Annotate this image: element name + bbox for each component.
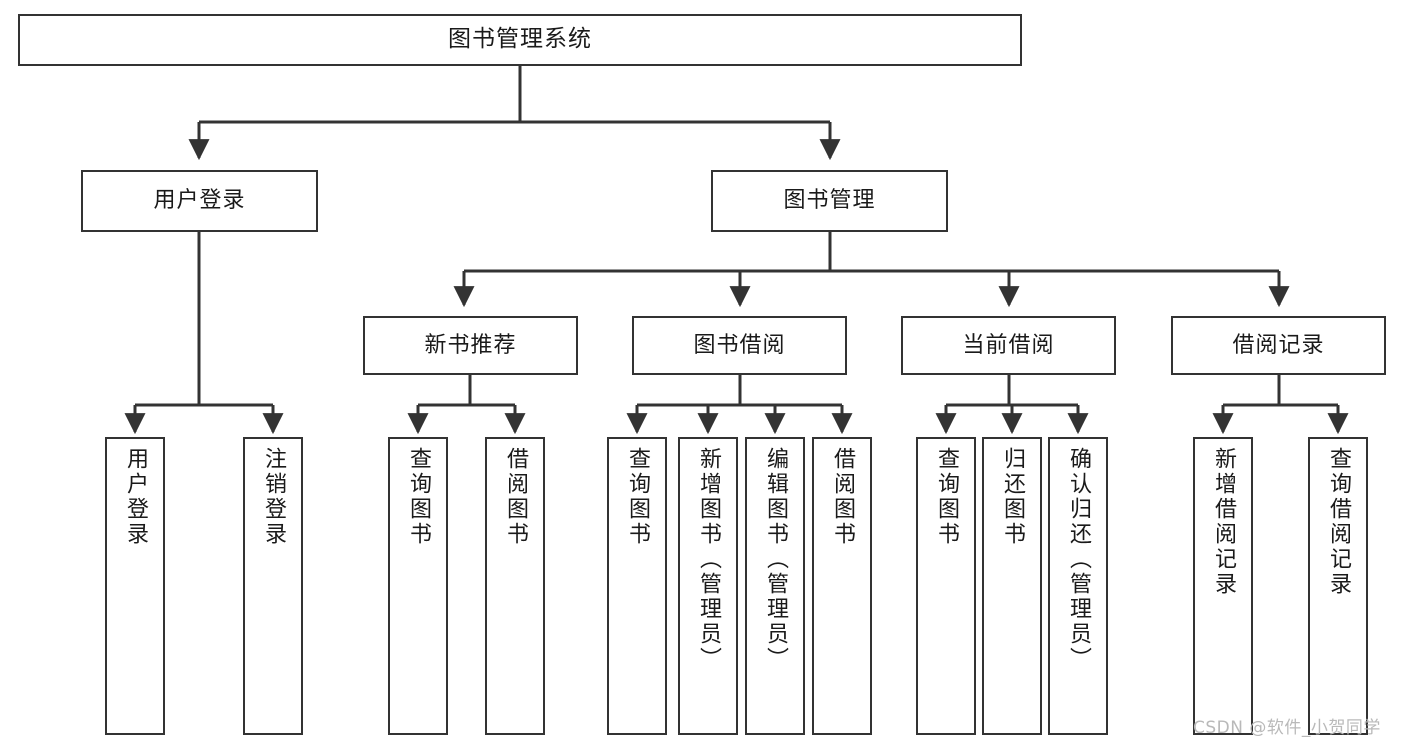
- node-label: 图书管理系统: [448, 26, 592, 53]
- leaf-current-borrow-confirm-return[interactable]: 确认归还（管理员）: [1048, 437, 1108, 735]
- node-label: 归还图书: [999, 447, 1025, 547]
- node-borrow-record[interactable]: 借阅记录: [1171, 316, 1386, 375]
- node-label: 注销登录: [260, 447, 286, 547]
- leaf-current-borrow-query-book[interactable]: 查询图书: [916, 437, 976, 735]
- node-new-book-recommend[interactable]: 新书推荐: [363, 316, 578, 375]
- node-label: 借阅图书: [829, 447, 855, 547]
- node-label: 新增图书（管理员）: [695, 447, 721, 672]
- node-label: 编辑图书（管理员）: [762, 447, 788, 672]
- node-label: 确认归还（管理员）: [1065, 447, 1091, 672]
- node-book-borrow[interactable]: 图书借阅: [632, 316, 847, 375]
- leaf-book-borrow-add-book[interactable]: 新增图书（管理员）: [678, 437, 738, 735]
- node-label: 借阅图书: [502, 447, 528, 547]
- node-book-management[interactable]: 图书管理: [711, 170, 948, 232]
- leaf-current-borrow-return-book[interactable]: 归还图书: [982, 437, 1042, 735]
- node-label: 新增借阅记录: [1210, 447, 1236, 597]
- node-label: 查询图书: [624, 447, 650, 547]
- node-label: 新书推荐: [424, 332, 517, 358]
- node-label: 查询借阅记录: [1325, 447, 1351, 597]
- leaf-user-login-login[interactable]: 用户登录: [105, 437, 165, 735]
- csdn-watermark: CSDN @软件_小贺同学: [1193, 718, 1381, 738]
- leaf-book-borrow-query-book[interactable]: 查询图书: [607, 437, 667, 735]
- leaf-new-book-borrow-book[interactable]: 借阅图书: [485, 437, 545, 735]
- leaf-user-login-logout[interactable]: 注销登录: [243, 437, 303, 735]
- node-label: 图书管理: [783, 188, 876, 214]
- leaf-book-borrow-edit-book[interactable]: 编辑图书（管理员）: [745, 437, 805, 735]
- leaf-borrow-record-add-record[interactable]: 新增借阅记录: [1193, 437, 1253, 735]
- leaf-borrow-record-query-record[interactable]: 查询借阅记录: [1308, 437, 1368, 735]
- node-label: 查询图书: [933, 447, 959, 547]
- node-label: 用户登录: [153, 188, 246, 214]
- node-root-book-management-system[interactable]: 图书管理系统: [18, 14, 1022, 66]
- node-label: 用户登录: [122, 447, 148, 547]
- leaf-new-book-query-book[interactable]: 查询图书: [388, 437, 448, 735]
- node-current-borrow[interactable]: 当前借阅: [901, 316, 1116, 375]
- node-label: 当前借阅: [962, 332, 1055, 358]
- node-label: 借阅记录: [1232, 332, 1325, 358]
- node-label: 查询图书: [405, 447, 431, 547]
- node-user-login[interactable]: 用户登录: [81, 170, 318, 232]
- node-label: 图书借阅: [693, 332, 786, 358]
- leaf-book-borrow-borrow-book[interactable]: 借阅图书: [812, 437, 872, 735]
